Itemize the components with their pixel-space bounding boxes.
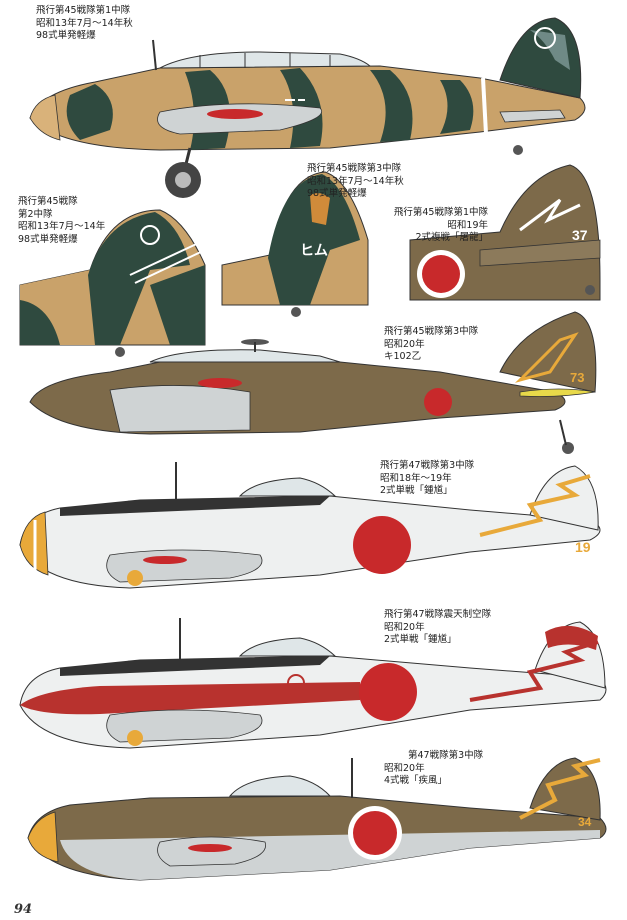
tail-ki30-3: ヒム bbox=[221, 171, 369, 317]
page-number: 94 bbox=[14, 902, 33, 917]
tail-code-19: 19 bbox=[575, 539, 591, 555]
caption-5-line-1: 飛行第45戦隊第3中隊 bbox=[384, 326, 479, 337]
caption-4: 飛行第45戦隊第1中隊 昭和19年 2式複戦「屠龍」 bbox=[384, 207, 488, 245]
caption-8: 第47戦隊第3中隊 昭和20年 4式戦「疾風」 bbox=[384, 750, 483, 788]
tail-ki30-2 bbox=[19, 209, 206, 357]
caption-2-line-2: 第2中隊 bbox=[18, 208, 53, 220]
tail-code-73: 73 bbox=[570, 370, 584, 385]
caption-4-line-2: 昭和19年 bbox=[447, 219, 488, 231]
caption-1-line-3: 98式単発軽爆 bbox=[36, 30, 96, 41]
caption-8-line-2: 昭和20年 bbox=[384, 762, 425, 774]
caption-5-line-2: 昭和20年 bbox=[384, 338, 425, 350]
caption-2-line-3: 昭和13年7月〜14年 bbox=[18, 221, 106, 232]
caption-7: 飛行第47戦隊震天制空隊 昭和20年 2式単戦「鍾馗」 bbox=[384, 609, 491, 647]
caption-3-line-3: 98式単発軽爆 bbox=[307, 188, 367, 199]
aircraft-ki44-19: 19 bbox=[19, 462, 601, 589]
caption-5: 飛行第45戦隊第3中隊 昭和20年 キ102乙 bbox=[384, 326, 478, 364]
caption-6-line-1: 飛行第47戦隊第3中隊 bbox=[380, 460, 475, 471]
caption-8-line-3: 4式戦「疾風」 bbox=[384, 775, 448, 786]
caption-2-line-1: 飛行第45戦隊 bbox=[18, 196, 78, 207]
caption-1-line-2: 昭和13年7月〜14年秋 bbox=[36, 17, 133, 29]
aircraft-ki44-shinten bbox=[19, 618, 607, 749]
aircraft-ki30-1 bbox=[29, 17, 586, 198]
caption-4-line-1: 飛行第45戦隊第1中隊 bbox=[393, 207, 488, 218]
caption-7-line-2: 昭和20年 bbox=[384, 621, 425, 633]
caption-6-line-2: 昭和18年〜19年 bbox=[380, 472, 452, 484]
caption-3-line-2: 昭和13年7月〜14年秋 bbox=[307, 175, 404, 187]
caption-3-line-1: 飛行第45戦隊第3中隊 bbox=[307, 163, 402, 174]
caption-7-line-1: 飛行第47戦隊震天制空隊 bbox=[384, 609, 492, 620]
caption-2-line-4: 98式単発軽爆 bbox=[18, 233, 78, 245]
caption-5-line-3: キ102乙 bbox=[384, 351, 422, 362]
caption-6: 飛行第47戦隊第3中隊 昭和18年〜19年 2式単戦「鍾馗」 bbox=[380, 460, 474, 498]
tail-ki45: 37 bbox=[409, 164, 601, 301]
aircraft-ki84: 34 bbox=[27, 757, 607, 881]
caption-1: 飛行第45戦隊第1中隊 昭和13年7月〜14年秋 98式単発軽爆 bbox=[36, 5, 133, 43]
tail-code-34: 34 bbox=[578, 815, 592, 829]
tail-code-37: 37 bbox=[572, 227, 588, 243]
aircraft-ki102: 73 bbox=[29, 311, 597, 454]
caption-1-line-1: 飛行第45戦隊第1中隊 bbox=[36, 5, 131, 16]
caption-2: 飛行第45戦隊 第2中隊 昭和13年7月〜14年 98式単発軽爆 bbox=[18, 196, 105, 246]
caption-7-line-3: 2式単戦「鍾馗」 bbox=[384, 634, 457, 645]
fin-kana-text: ヒム bbox=[300, 242, 328, 258]
caption-4-line-3: 2式複戦「屠龍」 bbox=[415, 232, 488, 243]
caption-8-line-1: 第47戦隊第3中隊 bbox=[408, 750, 484, 761]
caption-6-line-3: 2式単戦「鍾馗」 bbox=[380, 485, 453, 496]
caption-3: 飛行第45戦隊第3中隊 昭和13年7月〜14年秋 98式単発軽爆 bbox=[307, 163, 404, 201]
